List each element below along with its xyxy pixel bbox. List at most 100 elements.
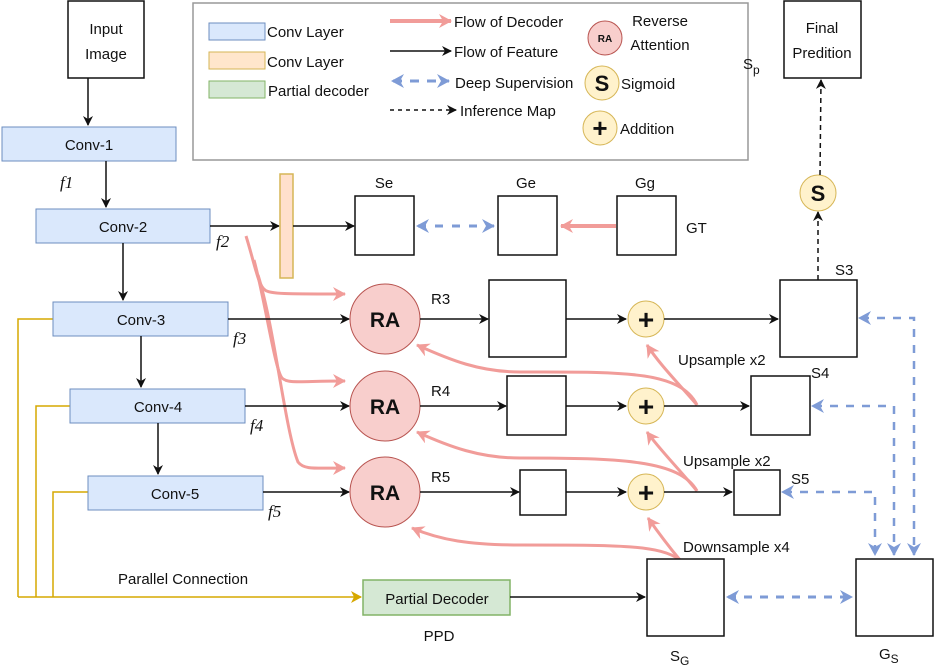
conv3-label: Conv-3 [117,312,165,329]
final-prediction-line1: Final [806,20,839,37]
r3-label: R3 [431,291,450,308]
gg-map-box [616,195,677,256]
legend-label-sigmoid: Sigmoid [621,76,675,93]
r5-map-box [519,469,567,516]
inference-sigmoid-to-final [815,79,826,176]
supervision-arrowhead-s3 [858,311,871,325]
s5-map-box [733,469,781,516]
conv5-label: Conv-5 [151,486,199,503]
upsample-s5-to-add4 [645,431,699,492]
feature-f2-label: f2 [216,232,230,251]
legend-label-addition: Addition [620,121,674,138]
final-prediction-box [783,0,862,79]
conv5-block [87,475,264,511]
input-image-box [67,0,145,79]
sp-label-main: S [743,56,753,73]
legend: Conv Layer Conv Layer Partial decoder Fl… [192,2,749,161]
upsample-s4-to-add3 [645,344,699,406]
legend-label-inference: Inference Map [460,103,556,120]
s3-map-box [779,279,858,358]
supervision-s4-gs [814,404,901,556]
sg-map-box [646,558,725,637]
parallel-line-conv3 [17,318,53,597]
se-label: Se [375,175,393,192]
gt-label: GT [686,220,707,237]
gs-label: GS [879,646,899,666]
conv4-block [69,388,246,424]
legend-swatch-conv-blue [208,22,266,41]
sigmoid-glyph: S [811,181,826,206]
feature-f5-label: f5 [268,502,281,521]
legend-addition-icon [582,110,618,146]
parallel-connection-label: Parallel Connection [118,571,248,588]
r3-map-box [488,279,567,358]
gs-map-box [855,558,934,637]
edge-conv-layer [279,173,294,279]
ra5-label: RA [370,482,400,505]
add4-glyph: + [638,391,654,422]
sigmoid-node [799,174,837,212]
input-image-line1: Input [89,21,123,38]
ge-map-box [497,195,558,256]
downsample-label: Downsample x4 [683,539,790,556]
r4-label: R4 [431,383,450,400]
legend-label-decoder: Flow of Decoder [454,14,563,31]
supervision-s5-gs [784,490,882,556]
legend-swatch-partial-decoder [208,80,266,99]
upsample-label-1: Upsample x2 [678,352,766,369]
gs-label-sub: S [891,652,899,666]
conv1-block [1,126,177,162]
legend-sigmoid-glyph: S [595,71,610,96]
conv3-block [52,301,229,337]
ra3-label: RA [370,309,400,332]
partial-decoder-block [362,579,511,616]
feature-f1-label: f1 [60,173,73,192]
gg-label: Gg [635,175,655,192]
ge-label: Ge [516,175,536,192]
ra4-label: RA [370,396,400,419]
legend-sigmoid-icon [584,65,620,101]
legend-label-attention: Attention [630,37,689,54]
decoder-flows [244,235,699,562]
legend-label-conv-blue: Conv Layer [267,24,344,41]
legend-label-conv-orange: Conv Layer [267,54,344,71]
r5-label: R5 [431,469,450,486]
add3-glyph: + [638,304,654,335]
legend-frame [192,2,749,161]
se-map-box [354,195,415,256]
partial-decoder-label: Partial Decoder [385,591,488,608]
sg-label-main: S [670,648,680,665]
add5-glyph: + [638,477,654,508]
final-prediction-line2: Predition [792,45,851,62]
legend-ra-icon [587,20,623,56]
legend-label-reverse: Reverse [632,13,688,30]
decoder-flow-f2-to-ra5 [256,274,346,476]
sp-label: Sp [743,56,760,77]
decoder-flow-s5-to-ra4 [416,430,699,492]
ppd-label: PPD [424,628,455,645]
legend-ra-glyph: RA [598,34,612,45]
legend-addition-glyph: + [592,113,607,143]
conv1-label: Conv-1 [65,137,113,154]
feature-f3-label: f3 [233,329,246,348]
supervision-arrowhead-s5 [781,485,794,499]
decoder-flow-s4-to-ra3 [416,343,699,406]
supervision-arrowhead-s4 [811,399,824,413]
s4-label: S4 [811,365,829,382]
feature-f4-label: f4 [250,416,264,435]
legend-label-supervision: Deep Supervision [455,75,573,92]
legend-label-feature: Flow of Feature [454,44,558,61]
s3-label: S3 [835,262,853,279]
parallel-connection-lines [17,318,362,603]
downsample-sg-to-add5 [646,517,682,561]
legend-swatch-conv-orange [208,51,266,70]
conv4-label: Conv-4 [134,399,182,416]
r4-map-box [506,375,567,436]
supervision-s3-gs [861,316,921,556]
s4-map-box [750,375,811,436]
sg-label: SG [670,648,689,668]
conv2-label: Conv-2 [99,219,147,236]
s5-label: S5 [791,471,809,488]
upsample-label-2: Upsample x2 [683,453,771,470]
